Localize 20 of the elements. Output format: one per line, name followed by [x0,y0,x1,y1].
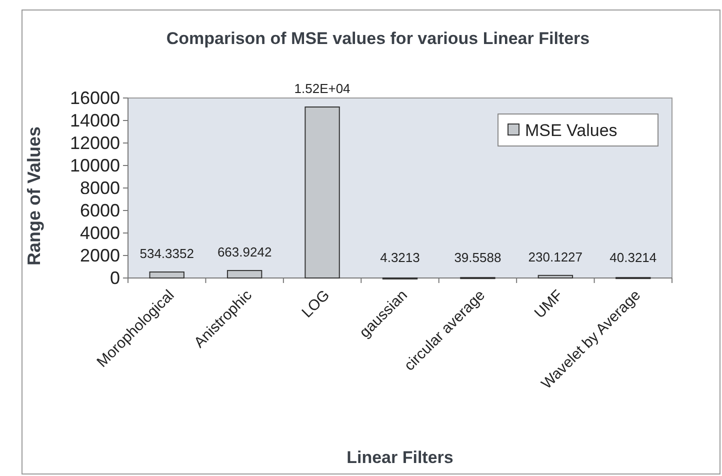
x-axis-title: Linear Filters [346,448,454,467]
y-axis-title: Range of Values [24,126,44,266]
legend-label: MSE Values [525,121,618,140]
y-tick-label: 6000 [80,200,120,220]
value-label: 4.3213 [380,250,420,265]
value-label: 534.3352 [140,246,194,261]
y-tick-label: 8000 [80,178,120,198]
value-label: 230.1227 [528,249,583,264]
value-label: 663.9242 [217,244,272,260]
y-tick-label: 10000 [70,156,120,176]
value-label: 39.5588 [454,250,502,265]
y-tick-label: 0 [110,268,120,288]
y-tick-label: 4000 [80,223,120,243]
y-tick-label: 2000 [80,246,120,266]
value-label: 40.3214 [610,250,657,265]
value-label: 1.52E+04 [294,81,350,96]
y-tick-label: 16000 [70,88,120,108]
y-tick-label: 14000 [70,110,120,130]
y-tick-label: 12000 [70,133,120,153]
chart-title: Comparison of MSE values for various Linear Filters [166,29,590,48]
